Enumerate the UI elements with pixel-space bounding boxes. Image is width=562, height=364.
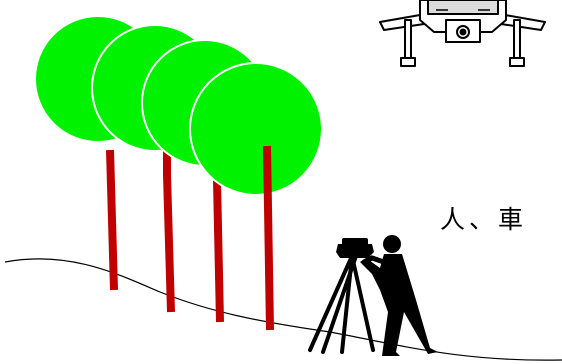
tree-trunk-1 [110, 150, 114, 290]
drone-icon [380, 0, 545, 66]
tree-trunk-4 [267, 146, 270, 330]
people-vehicles-label: 人、車 [440, 200, 527, 236]
tree-trunk-3 [217, 180, 220, 322]
surveyor-icon [310, 235, 438, 356]
ground-line [5, 259, 562, 360]
tree-icon [35, 16, 322, 330]
tree-trunk-2 [167, 175, 171, 312]
tree-crown-4 [190, 63, 322, 195]
tripod-icon [310, 256, 373, 352]
